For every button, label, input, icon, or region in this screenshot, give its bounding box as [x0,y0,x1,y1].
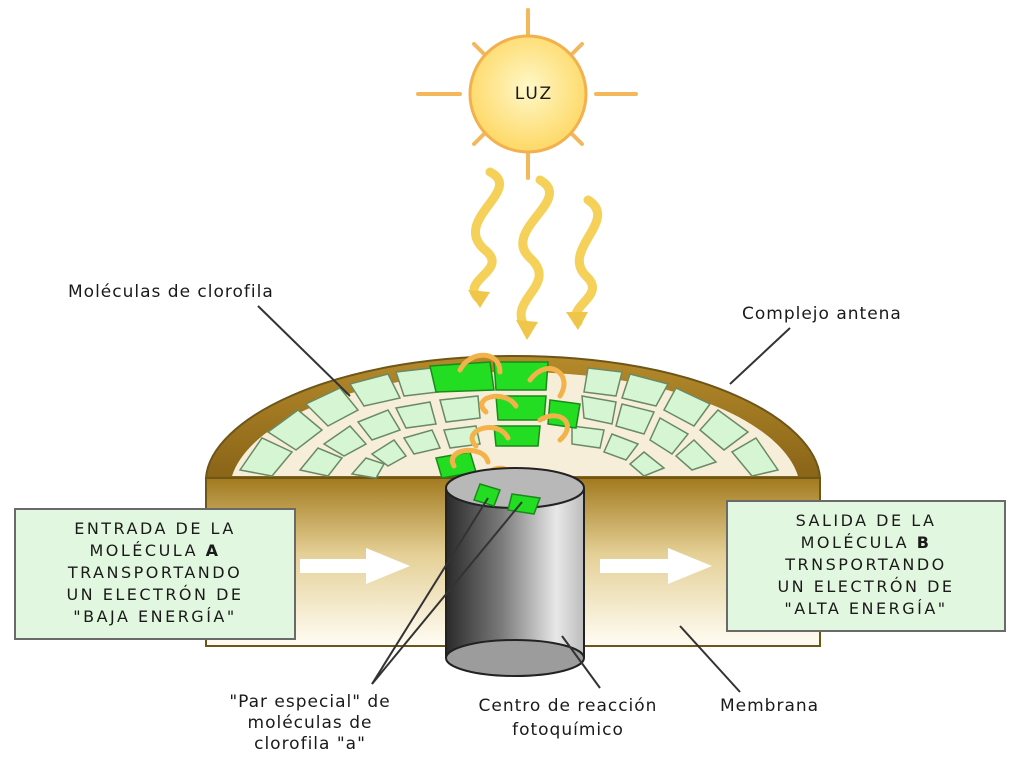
input-molecule-box: ENTRADA DE LA MOLÉCULA A TRANSPORTANDO U… [14,508,296,640]
input-box-line-4: UN ELECTRÓN DE [66,585,244,604]
leader-reaction-center [561,635,601,689]
sun-label: LUZ [514,84,554,104]
output-box-line-5: "ALTA ENERGÍA" [784,599,948,618]
chlorophyll-cells-middle [298,395,718,477]
leader-special-pair-1 [371,497,489,685]
output-arrow-head [668,548,712,584]
output-box-line-1: SALIDA DE LA [795,511,937,530]
input-box-line-5: "BAJA ENERGÍA" [73,607,237,626]
leader-chlorophyll [257,305,351,397]
antenna-complex-label: Complejo antena [742,304,902,324]
input-box-line-2: MOLÉCULA A [89,541,221,560]
leader-lines [257,305,791,693]
input-arrow-head [366,548,410,584]
molecule-b-letter: B [916,533,932,552]
reaction-center-cylinder [445,467,585,677]
leader-special-pair-2 [371,501,523,685]
flow-arrows [300,548,712,584]
special-pair-line-2: moléculas de [247,713,373,733]
light-waves [469,167,603,333]
input-box-line-1: ENTRADA DE LA [74,519,236,538]
special-pair-label: "Par especial" de moléculas de clorofila… [198,692,422,755]
energy-transfer-arrows [449,352,570,513]
chlorophyll-cells-outer [238,367,780,477]
special-pair-line-1: "Par especial" de [229,692,391,712]
chlorophyll-molecules-label: Moléculas de clorofila [68,282,274,302]
special-pair-line-3: clorofila "a" [254,734,366,754]
input-arrow-shaft [300,559,368,573]
light-wave-3 [571,195,603,327]
output-box-line-3: TRNSPORTANDO [785,555,947,574]
reaction-center-label: Centro de reacción fotoquímico [438,694,698,742]
output-box-line-4: UN ELECTRÓN DE [777,577,955,596]
light-wave-2 [516,175,554,333]
leader-membrane [679,625,741,693]
reaction-center-line-1: Centro de reacción [478,696,658,716]
molecule-a-letter: A [205,541,221,560]
output-arrow-shaft [600,559,670,573]
sun [416,8,638,180]
sun-disc [468,34,588,154]
output-box-line-2: MOLÉCULA B [800,533,932,552]
reaction-center-line-2: fotoquímico [512,720,624,740]
light-wave-1 [469,167,504,303]
output-molecule-box: SALIDA DE LA MOLÉCULA B TRNSPORTANDO UN … [726,500,1006,632]
light-wave-arrowheads [468,290,588,340]
chlorophyll-cells-inner [350,425,666,479]
membrane-label: Membrana [720,696,820,716]
leader-antenna [729,327,791,385]
input-box-line-3: TRANSPORTANDO [67,563,243,582]
